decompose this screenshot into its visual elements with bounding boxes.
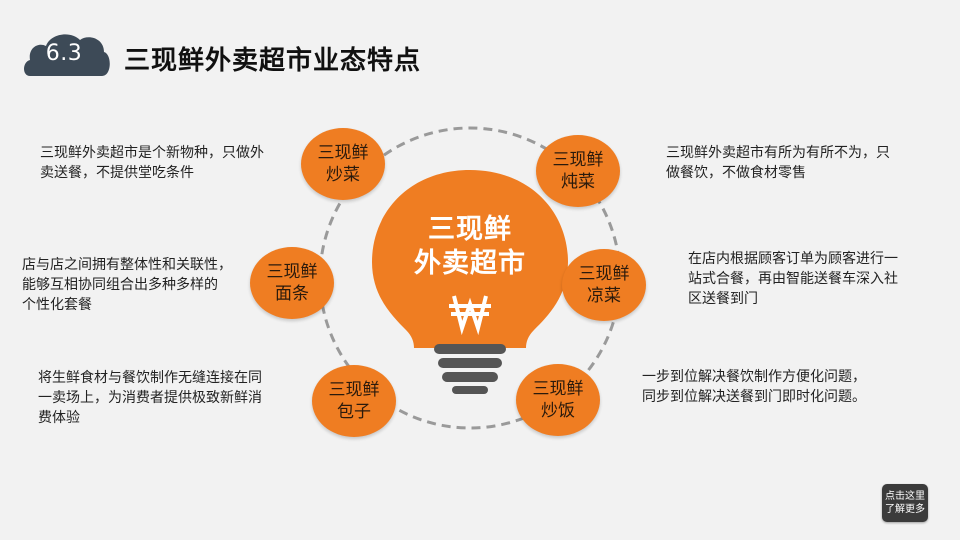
center-title: 三现鲜 外卖超市	[404, 213, 536, 281]
description-line: 在店内根据顾客订单为顾客进行一	[688, 251, 898, 267]
description-3: 将生鲜食材与餐饮制作无缝连接在同 一卖场上，为消费者提供极致新鲜消 费体验	[38, 368, 296, 428]
cloud-badge-shape	[24, 34, 110, 76]
description-line: 一步到位解决餐饮制作方便化问题，	[642, 369, 866, 385]
description-1: 三现鲜外卖超市是个新物种，只做外 卖送餐，不提供堂吃条件	[40, 143, 302, 183]
node-cold-dish: 三现鲜 凉菜	[562, 249, 646, 321]
description-2: 店与店之间拥有整体性和关联性， 能够互相协同组合出多种多样的 个性化套餐	[22, 255, 254, 315]
description-line: 做餐饮，不做食材零售	[666, 165, 806, 181]
node-label-line2: 面条	[275, 284, 309, 304]
section-badge: 6.3	[22, 32, 110, 76]
node-label-line2: 凉菜	[587, 286, 621, 306]
node-label-line2: 炒饭	[541, 401, 575, 421]
learn-more-button[interactable]: 点击这里 了解更多	[882, 484, 928, 522]
node-label-line1: 三现鲜	[317, 143, 369, 163]
description-line: 能够互相协同组合出多种多样的	[22, 277, 218, 293]
description-line: 卖送餐，不提供堂吃条件	[40, 165, 194, 181]
node-fried-rice: 三现鲜 炒饭	[516, 364, 600, 436]
description-4: 三现鲜外卖超市有所为有所不为，只 做餐饮，不做食材零售	[666, 143, 936, 183]
description-line: 站式合餐，再由智能送餐车深入社	[688, 271, 898, 287]
description-line: 将生鲜食材与餐饮制作无缝连接在同	[38, 370, 262, 386]
node-label-line1: 三现鲜	[266, 262, 318, 282]
node-label-line2: 炒菜	[326, 165, 360, 185]
center-title-line1: 三现鲜	[428, 214, 512, 245]
learn-more-line2: 了解更多	[885, 504, 925, 515]
learn-more-line1: 点击这里	[885, 491, 925, 502]
page-title: 三现鲜外卖超市业态特点	[124, 46, 422, 76]
node-label-line2: 炖菜	[561, 172, 595, 192]
description-line: 费体验	[38, 410, 80, 426]
node-noodles: 三现鲜 面条	[250, 247, 334, 319]
description-line: 同步到位解决送餐到门即时化问题。	[642, 389, 866, 405]
node-stew: 三现鲜 炖菜	[536, 135, 620, 207]
description-line: 店与店之间拥有整体性和关联性，	[22, 257, 232, 273]
center-title-line2: 外卖超市	[414, 248, 526, 279]
description-line: 区送餐到门	[688, 291, 758, 307]
won-currency-icon	[449, 295, 491, 336]
description-line: 三现鲜外卖超市是个新物种，只做外	[40, 145, 264, 161]
description-line: 个性化套餐	[22, 297, 92, 313]
node-label-line1: 三现鲜	[578, 264, 630, 284]
node-label-line2: 包子	[337, 402, 371, 422]
description-line: 一卖场上，为消费者提供极致新鲜消	[38, 390, 262, 406]
node-label-line1: 三现鲜	[328, 380, 380, 400]
description-6: 一步到位解决餐饮制作方便化问题， 同步到位解决送餐到门即时化问题。	[642, 367, 912, 407]
node-buns: 三现鲜 包子	[312, 365, 396, 437]
node-label-line1: 三现鲜	[532, 379, 584, 399]
node-label-line1: 三现鲜	[552, 150, 604, 170]
node-stir-fry: 三现鲜 炒菜	[301, 128, 385, 200]
description-line: 三现鲜外卖超市有所为有所不为，只	[666, 145, 890, 161]
description-5: 在店内根据顾客订单为顾客进行一 站式合餐，再由智能送餐车深入社 区送餐到门	[688, 249, 940, 309]
section-number: 6.3	[45, 41, 83, 66]
